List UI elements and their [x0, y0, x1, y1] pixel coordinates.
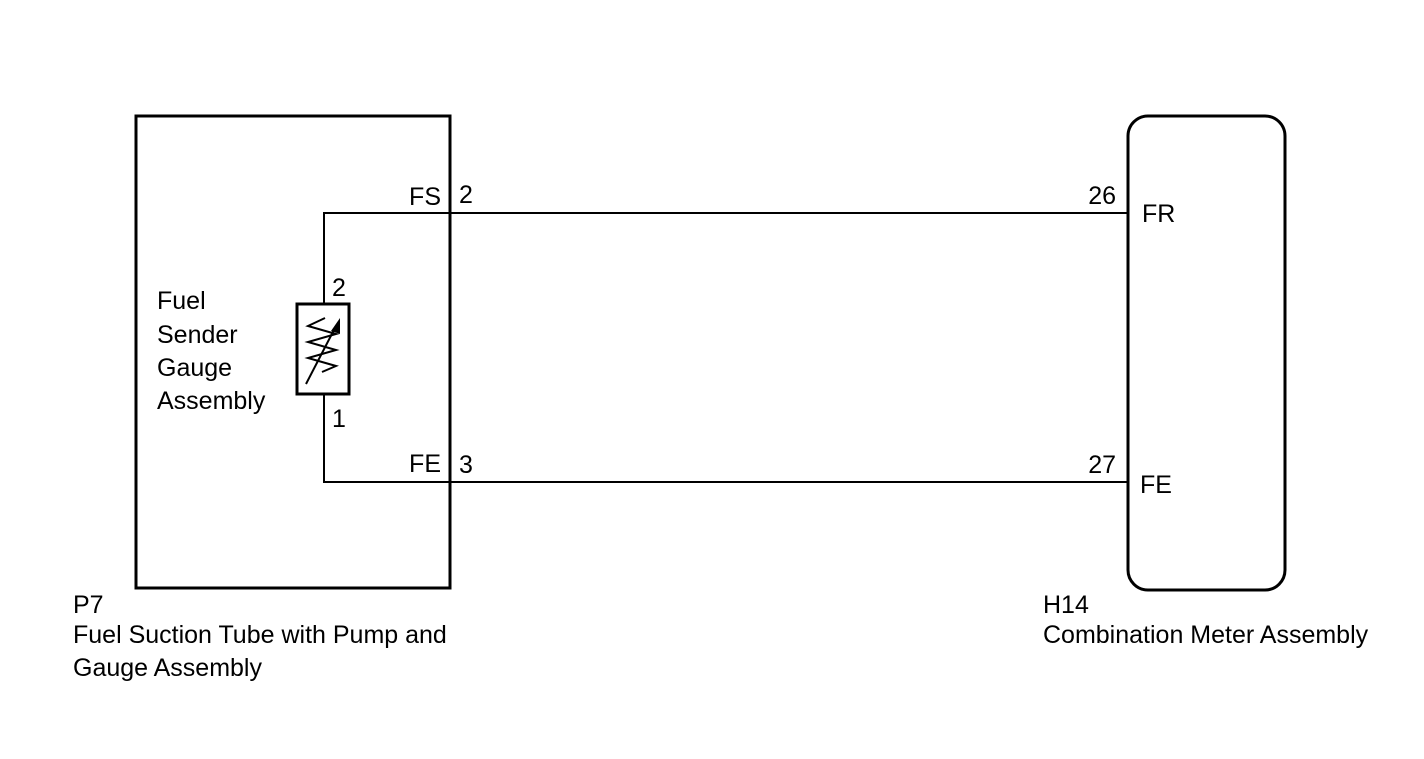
terminal-fe27-pin: 27 [1088, 451, 1116, 479]
h14-component-box [1126, 114, 1287, 592]
sender-label-line1: Fuel [157, 287, 206, 315]
p7-component-box [134, 114, 452, 590]
terminal-fs-name: FS [409, 183, 441, 211]
sender-label-line3: Gauge [157, 354, 232, 382]
terminal-fe-pin: 3 [459, 451, 473, 479]
variable-resistor-icon [295, 302, 351, 396]
sender-label-line4: Assembly [157, 387, 266, 415]
sender-internal-wire-top [323, 212, 450, 304]
terminal-fe27-name: FE [1140, 471, 1172, 499]
p7-name-line2: Gauge Assembly [73, 654, 262, 682]
h14-name: Combination Meter Assembly [1043, 621, 1369, 649]
sender-internal-wire-bottom [323, 394, 450, 483]
terminal-fe-name: FE [409, 450, 441, 478]
sender-pin-top: 2 [332, 274, 346, 302]
p7-code: P7 [73, 591, 104, 619]
sender-pin-bottom: 1 [332, 405, 346, 433]
sender-label-line2: Sender [157, 321, 238, 349]
h14-code: H14 [1043, 591, 1089, 619]
p7-name-line1: Fuel Suction Tube with Pump and [73, 621, 447, 649]
terminal-fs-pin: 2 [459, 181, 473, 209]
terminal-fr-pin: 26 [1088, 182, 1116, 210]
terminal-fr-name: FR [1142, 200, 1175, 228]
